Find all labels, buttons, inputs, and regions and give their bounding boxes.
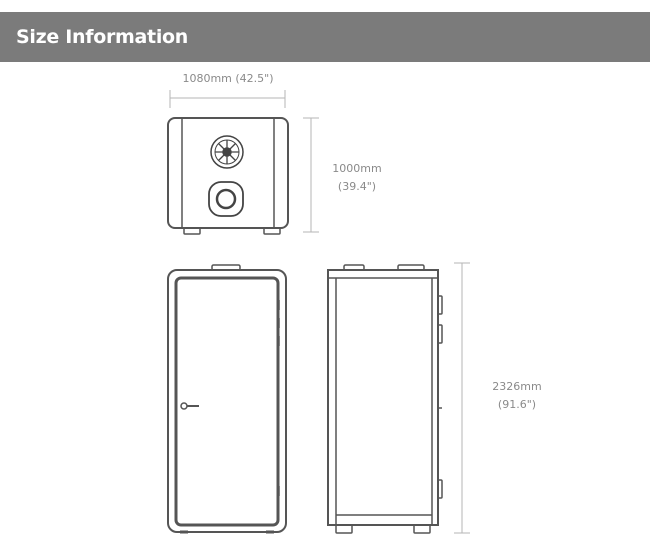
- door-handle-icon: [180, 402, 199, 410]
- top-view: 1080mm (42.5") 1000mm (39.4"): [167, 72, 382, 235]
- side-view: [327, 264, 443, 534]
- vent-icon: [208, 181, 244, 217]
- side-vents: [437, 295, 443, 499]
- depth-label-in: (39.4"): [338, 180, 376, 193]
- front-view: [167, 264, 287, 534]
- fan-icon: [210, 135, 244, 169]
- depth-dimension-line: [303, 117, 319, 233]
- section-header: Size Information: [0, 12, 650, 62]
- height-label-mm: 2326mm: [492, 380, 541, 393]
- width-dimension-line: [169, 90, 286, 108]
- width-label: 1080mm (42.5"): [182, 72, 273, 85]
- height-label-in: (91.6"): [498, 398, 536, 411]
- depth-label-mm: 1000mm: [332, 162, 381, 175]
- section-title: Size Information: [16, 26, 189, 48]
- top-view-body: [167, 117, 289, 235]
- height-dimension-line: [454, 262, 470, 534]
